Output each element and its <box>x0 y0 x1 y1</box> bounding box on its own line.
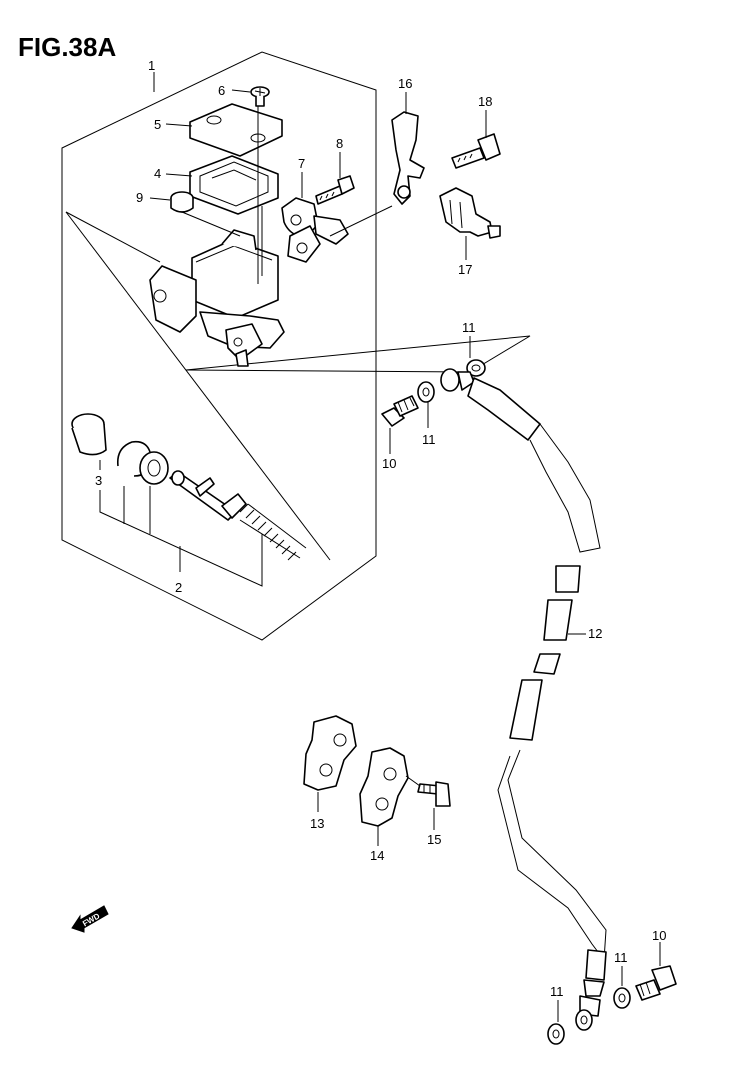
callout-4: 4 <box>154 166 161 181</box>
union-bolt-lower <box>635 965 677 1001</box>
callout-14: 14 <box>370 848 384 863</box>
master-cylinder-assembly-outline <box>61 51 531 641</box>
callout-10-lower: 10 <box>652 928 666 943</box>
callout-12: 12 <box>588 626 602 641</box>
callout-13: 13 <box>310 816 324 831</box>
cap-screw <box>250 86 270 107</box>
union-bolt-upper <box>381 395 419 427</box>
sealing-washer-upper-1 <box>417 381 435 403</box>
figure-title: FIG.38A <box>18 32 116 62</box>
piston-washer <box>139 451 169 485</box>
stack-alignment-lines <box>181 106 263 284</box>
callout-10-upper: 10 <box>382 456 396 471</box>
clutch-switch <box>439 187 501 260</box>
piston-and-spring <box>169 470 307 561</box>
clutch-hose <box>440 368 607 1031</box>
piston-bracket-lines <box>99 486 263 587</box>
callout-5: 5 <box>154 117 161 132</box>
fwd-direction-badge: FWD <box>71 905 109 933</box>
leader-lines <box>99 72 661 1022</box>
sealing-washer-upper-2 <box>466 359 486 377</box>
callout-11-lower-left: 11 <box>550 984 564 999</box>
clutch-lever <box>329 111 425 237</box>
callout-17: 17 <box>458 262 472 277</box>
callout-11-upper-left: 11 <box>422 432 436 447</box>
clamp-holder <box>281 197 349 263</box>
sealing-washer-lower-1 <box>547 1023 565 1045</box>
callout-1: 1 <box>148 58 155 73</box>
clamp-bolt <box>315 175 355 205</box>
callout-labels: 1 2 3 4 5 6 7 8 9 10 10 11 11 11 11 12 1… <box>95 58 666 999</box>
callout-6: 6 <box>218 83 225 98</box>
callout-11-lower-right: 11 <box>614 950 628 965</box>
callout-11-upper-right: 11 <box>462 320 476 335</box>
hose-guide-14 <box>359 747 409 827</box>
guide-bolt <box>405 775 451 807</box>
dust-boot-cup <box>71 413 107 456</box>
callout-8: 8 <box>336 136 343 151</box>
callout-2: 2 <box>175 580 182 595</box>
sight-glass-cap <box>170 191 194 213</box>
callout-15: 15 <box>427 832 441 847</box>
master-cylinder-body <box>149 229 285 367</box>
callout-7: 7 <box>298 156 305 171</box>
diaphragm <box>189 155 279 215</box>
callout-18: 18 <box>478 94 492 109</box>
hose-guide-13 <box>303 715 357 791</box>
callout-3: 3 <box>95 473 102 488</box>
lever-pivot-bolt <box>451 133 501 169</box>
reservoir-cap <box>189 103 283 157</box>
callout-9: 9 <box>136 190 143 205</box>
callout-16: 16 <box>398 76 412 91</box>
sealing-washer-lower-2 <box>613 987 631 1009</box>
